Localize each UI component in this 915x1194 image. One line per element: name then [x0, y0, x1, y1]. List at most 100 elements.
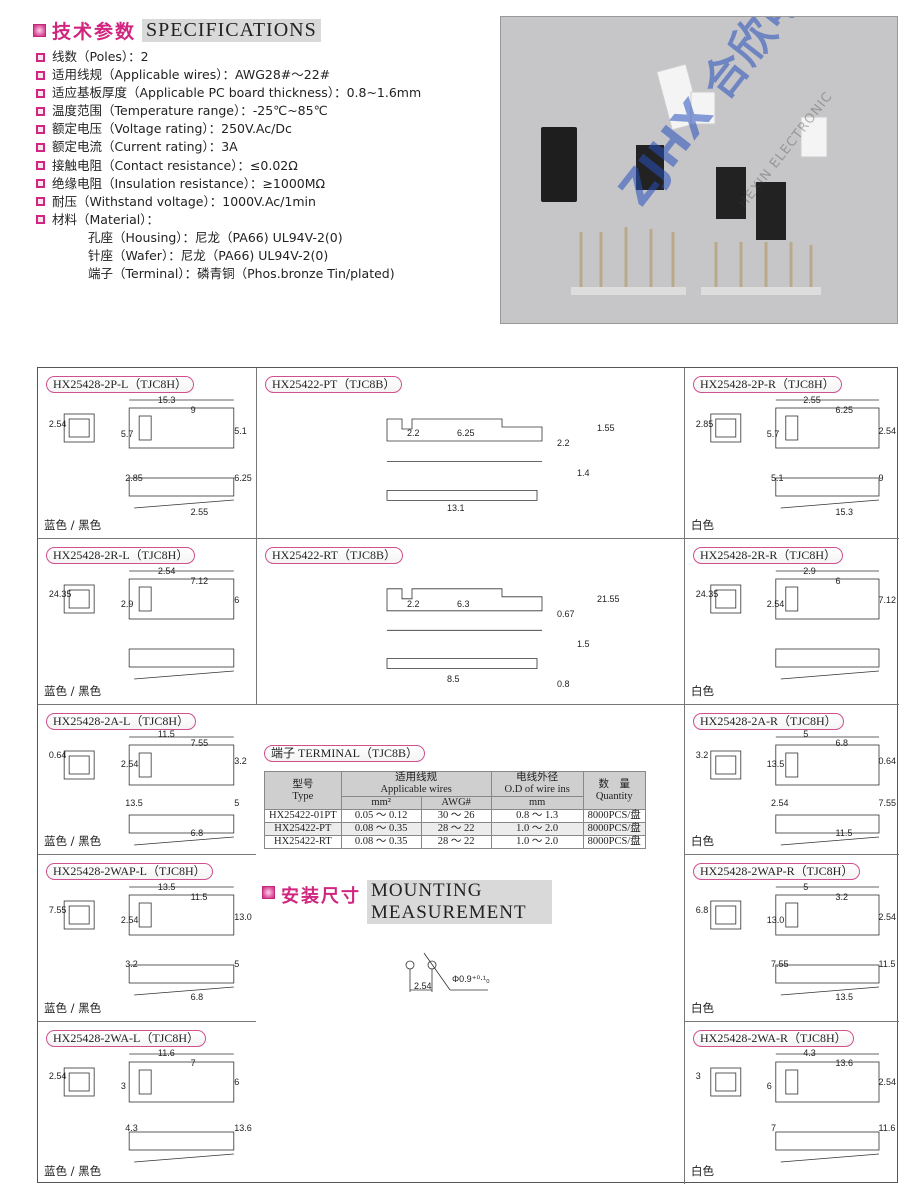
dimension-label: 6.8 [835, 738, 849, 748]
dimension-label: 1.4 [577, 468, 590, 478]
table-cell: HX25422-01PT [264, 809, 342, 823]
connector-drawing [710, 399, 880, 509]
material-text: 端子（Terminal）：磷青铜（Phos.bronze Tin/plated) [88, 266, 395, 282]
bullet-icon [36, 215, 45, 225]
dimension-label: 3 [120, 1080, 126, 1091]
dimension-label: 6.25 [835, 405, 854, 416]
color-option-note: 蓝色 / 黑色 [44, 518, 102, 532]
heading-bullet-icon [262, 886, 275, 899]
dimension-label: 1.5 [577, 639, 590, 649]
dimension-label: 6 [766, 1080, 772, 1091]
table-cell: 0.05 ～ 0.12 [340, 809, 422, 823]
color-option-note: 蓝色 / 黑色 [44, 684, 102, 698]
spec-item: 线数（Poles）：2 [36, 48, 421, 66]
dimension-label: 2.54 [120, 759, 139, 769]
dimension-label: 2.9 [120, 598, 134, 609]
dimension-label: 15.3 [157, 395, 176, 406]
connector-drawing [63, 570, 235, 680]
connector-photo-illustration [541, 63, 828, 295]
connector-drawing [710, 736, 880, 846]
mounting-title-en: MOUNTING MEASUREMENT [367, 880, 552, 924]
spec-item: 材料（Material）： [36, 211, 421, 229]
table-cell: HX25422-PT [264, 822, 342, 836]
connector-drawing [63, 886, 235, 996]
dimension-label: 7.12 [878, 595, 897, 606]
bullet-icon [36, 179, 45, 189]
part-number-label: HX25428-2A-R（TJC8H） [693, 713, 844, 730]
dimension-label: 13.6 [835, 1057, 854, 1068]
dimension-label: 6.8 [190, 828, 204, 838]
table-cell: 1.0 ～ 2.0 [490, 822, 584, 836]
dimension-label: 5 [234, 958, 240, 969]
spec-item: 适应基板厚度（Applicable PC board thickness）：0.… [36, 84, 421, 102]
mounting-hole-drawing [405, 952, 488, 992]
dimension-label: 24.35 [48, 588, 72, 599]
color-option-note: 白色 [691, 684, 714, 698]
dimension-label: 2.54 [48, 419, 67, 429]
dimension-label: 9 [190, 405, 196, 416]
part-number-label: HX25422-PT（TJC8B） [265, 376, 403, 393]
dimension-label: 5.1 [234, 425, 247, 436]
dimension-label: 11.6 [878, 1123, 896, 1134]
bullet-icon [36, 52, 45, 62]
material-text: 针座（Wafer）：尼龙（PA66) UL94V-2(0) [88, 248, 329, 264]
color-option-note: 白色 [691, 834, 714, 848]
table-cell: 30 ～ 26 [420, 809, 492, 823]
dimension-label: 7.12 [190, 575, 209, 586]
part-number-label: HX25428-2R-L（TJC8H） [46, 547, 196, 564]
dimension-label: 2.85 [695, 419, 714, 429]
dimension-label: 2.54 [48, 1070, 67, 1081]
table-cell: 1.0 ～ 2.0 [490, 835, 584, 849]
spec-text: 绝缘电阻（Insulation resistance）：≥1000MΩ [52, 175, 326, 191]
color-option-note: 白色 [691, 1164, 714, 1178]
dimension-label: 13.5 [157, 881, 176, 892]
dimension-label: 5.1 [771, 473, 784, 484]
dimension-label: 13.1 [447, 503, 465, 513]
connector-drawing [63, 1053, 235, 1163]
spec-text: 温度范围（Temperature range）：-25℃~85℃ [52, 103, 328, 119]
dimension-label: 5 [234, 798, 240, 808]
dimension-label: 6 [234, 595, 240, 606]
dimension-label: 6 [234, 1077, 240, 1088]
table-cell: 0.08 ～ 0.35 [340, 835, 422, 849]
connector-drawing [710, 1053, 880, 1163]
mounting-section: 安装尺寸 MOUNTING MEASUREMENT 2.54 Φ0.9⁺⁰·¹₀ [256, 854, 684, 1184]
dimension-label: 6.25 [457, 428, 475, 438]
connector-drawing [63, 399, 235, 509]
col-mm: mm [490, 796, 584, 810]
mounting-title-cn: 安装尺寸 [281, 886, 361, 907]
mounting-hole-diameter: Φ0.9⁺⁰·¹₀ [452, 974, 490, 984]
dimension-label: 2.2 [557, 438, 570, 448]
dimension-label: 4.3 [803, 1048, 816, 1059]
specifications-heading: 技术参数 SPECIFICATIONS [33, 17, 321, 44]
dimension-label: 5.7 [766, 429, 780, 440]
col-mm2: mm² [340, 796, 422, 810]
part-number-label: HX25428-2R-R（TJC8H） [693, 547, 844, 564]
bullet-icon [36, 70, 45, 80]
dimension-label: 0.64 [878, 756, 897, 766]
part-number-label: HX25428-2WA-L（TJC8H） [46, 1030, 206, 1047]
bullet-icon [36, 143, 45, 153]
dimension-label: 4.3 [125, 1123, 138, 1134]
spec-text: 材料（Material）： [52, 211, 160, 227]
heading-bullet-icon [33, 24, 46, 37]
dimension-label: 6.8 [695, 905, 709, 916]
material-text: 孔座（Housing）：尼龙（PA66) UL94V-2(0) [88, 229, 343, 245]
specs-title-cn: 技术参数 [52, 21, 137, 43]
dimension-label: 7.55 [48, 905, 67, 916]
part-number-label: HX25422-RT（TJC8B） [265, 547, 403, 564]
bullet-icon [36, 88, 45, 98]
dimension-label: 0.64 [48, 750, 67, 760]
dimension-label: 3.2 [695, 750, 709, 760]
mounting-pitch: 2.54 [414, 981, 432, 991]
